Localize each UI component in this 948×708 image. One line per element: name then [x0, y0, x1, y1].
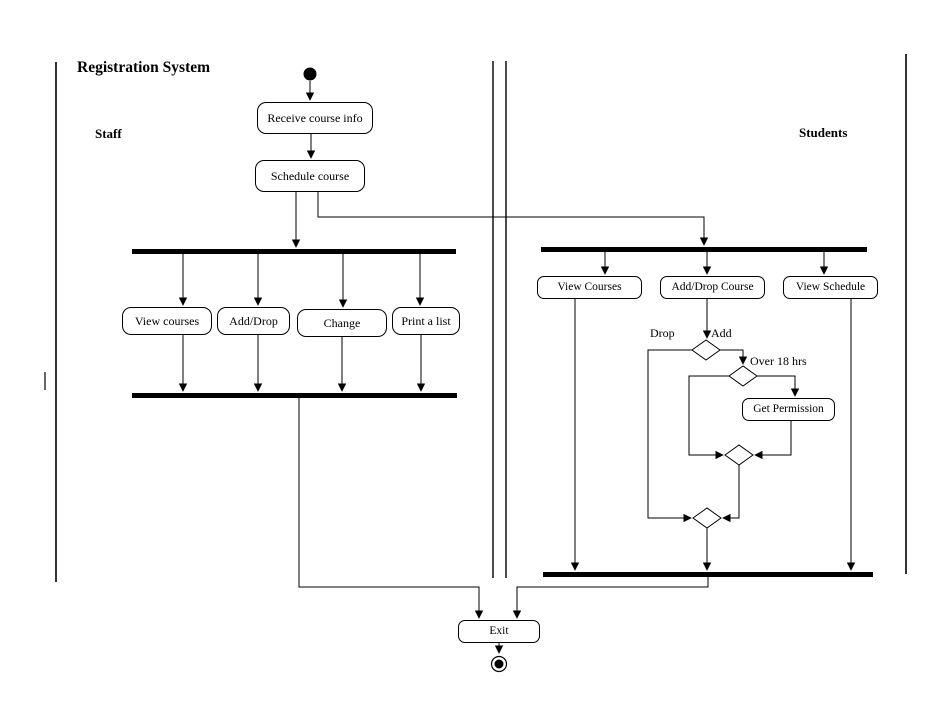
- edge-under18-to-merge: [688, 375, 729, 460]
- staff-fork-bar: [132, 249, 456, 254]
- activity-students-view-schedule: View Schedule: [783, 276, 878, 299]
- students-fork-bar: [541, 247, 867, 252]
- activity-schedule-course: Schedule course: [255, 160, 365, 192]
- merge-add-drop: [692, 507, 722, 529]
- guard-label-over-18-hrs: Over 18 hrs: [750, 354, 807, 368]
- edge-staff-join-to-exit: [298, 398, 484, 619]
- lane-label-students: Students: [799, 125, 848, 140]
- guard-label-add: Add: [711, 326, 732, 340]
- activity-staff-add-drop: Add/Drop: [217, 307, 290, 335]
- guard-label-drop: Drop: [650, 326, 675, 340]
- activity-students-view-courses: View Courses: [537, 276, 642, 299]
- staff-join-bar: [132, 393, 457, 398]
- lane-label-staff: Staff: [95, 126, 122, 141]
- edge-merge-to-final-merge: [722, 465, 740, 523]
- edge-students-join-to-exit: [512, 577, 709, 619]
- merge-permission: [724, 444, 754, 466]
- decision-add-or-drop: [691, 339, 721, 361]
- edge-over18-to-get-permission: [757, 375, 800, 397]
- activity-staff-change: Change: [297, 309, 387, 337]
- final-node-dot: [494, 659, 504, 669]
- activity-receive-course-info: Receive course info: [257, 102, 373, 134]
- diagram-title: Registration System: [77, 59, 211, 76]
- decision-over-18-hrs: [728, 365, 758, 387]
- edge-add-branch-to-over18-decision: [720, 349, 748, 365]
- activity-students-add-drop-course: Add/Drop Course: [660, 276, 765, 299]
- students-join-bar: [543, 572, 873, 577]
- activity-exit: Exit: [458, 620, 540, 643]
- edge-drop-branch-to-merge: [647, 349, 692, 523]
- activity-staff-view-courses: View courses: [122, 307, 212, 335]
- activity-get-permission: Get Permission: [742, 398, 835, 421]
- activity-staff-print-a-list: Print a list: [392, 307, 460, 335]
- initial-node: [303, 67, 317, 81]
- edge-get-permission-to-merge: [754, 421, 792, 460]
- edge-schedule-to-students-fork: [317, 192, 709, 246]
